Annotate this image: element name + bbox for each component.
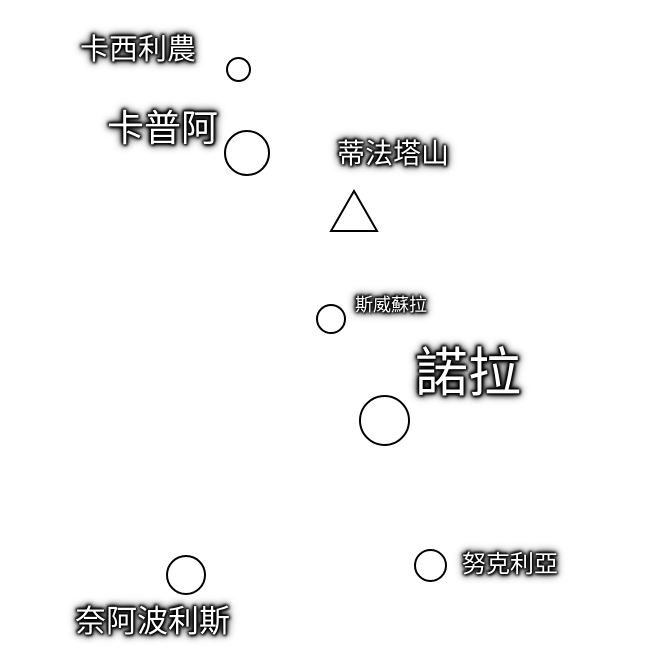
casilinum-label: 卡西利農: [80, 32, 197, 66]
suessula-label: 斯威蘇拉: [355, 295, 427, 316]
nola-label: 諾拉: [415, 343, 521, 404]
casilinum-town-marker[interactable]: [226, 57, 251, 82]
neapolis-town-marker[interactable]: [166, 555, 206, 595]
nola-city-marker[interactable]: [359, 395, 410, 446]
nuceria-town-marker[interactable]: [414, 549, 447, 582]
nuceria-label: 努克利亞: [462, 550, 558, 578]
mount-tifata-label: 蒂法塔山: [337, 137, 450, 170]
suessula-town-marker[interactable]: [316, 304, 346, 334]
mount-tifata-triangle-icon[interactable]: [329, 189, 379, 233]
capua-city-marker[interactable]: [224, 130, 270, 176]
neapolis-label: 奈阿波利斯: [75, 604, 230, 640]
capua-label: 卡普阿: [107, 107, 218, 150]
